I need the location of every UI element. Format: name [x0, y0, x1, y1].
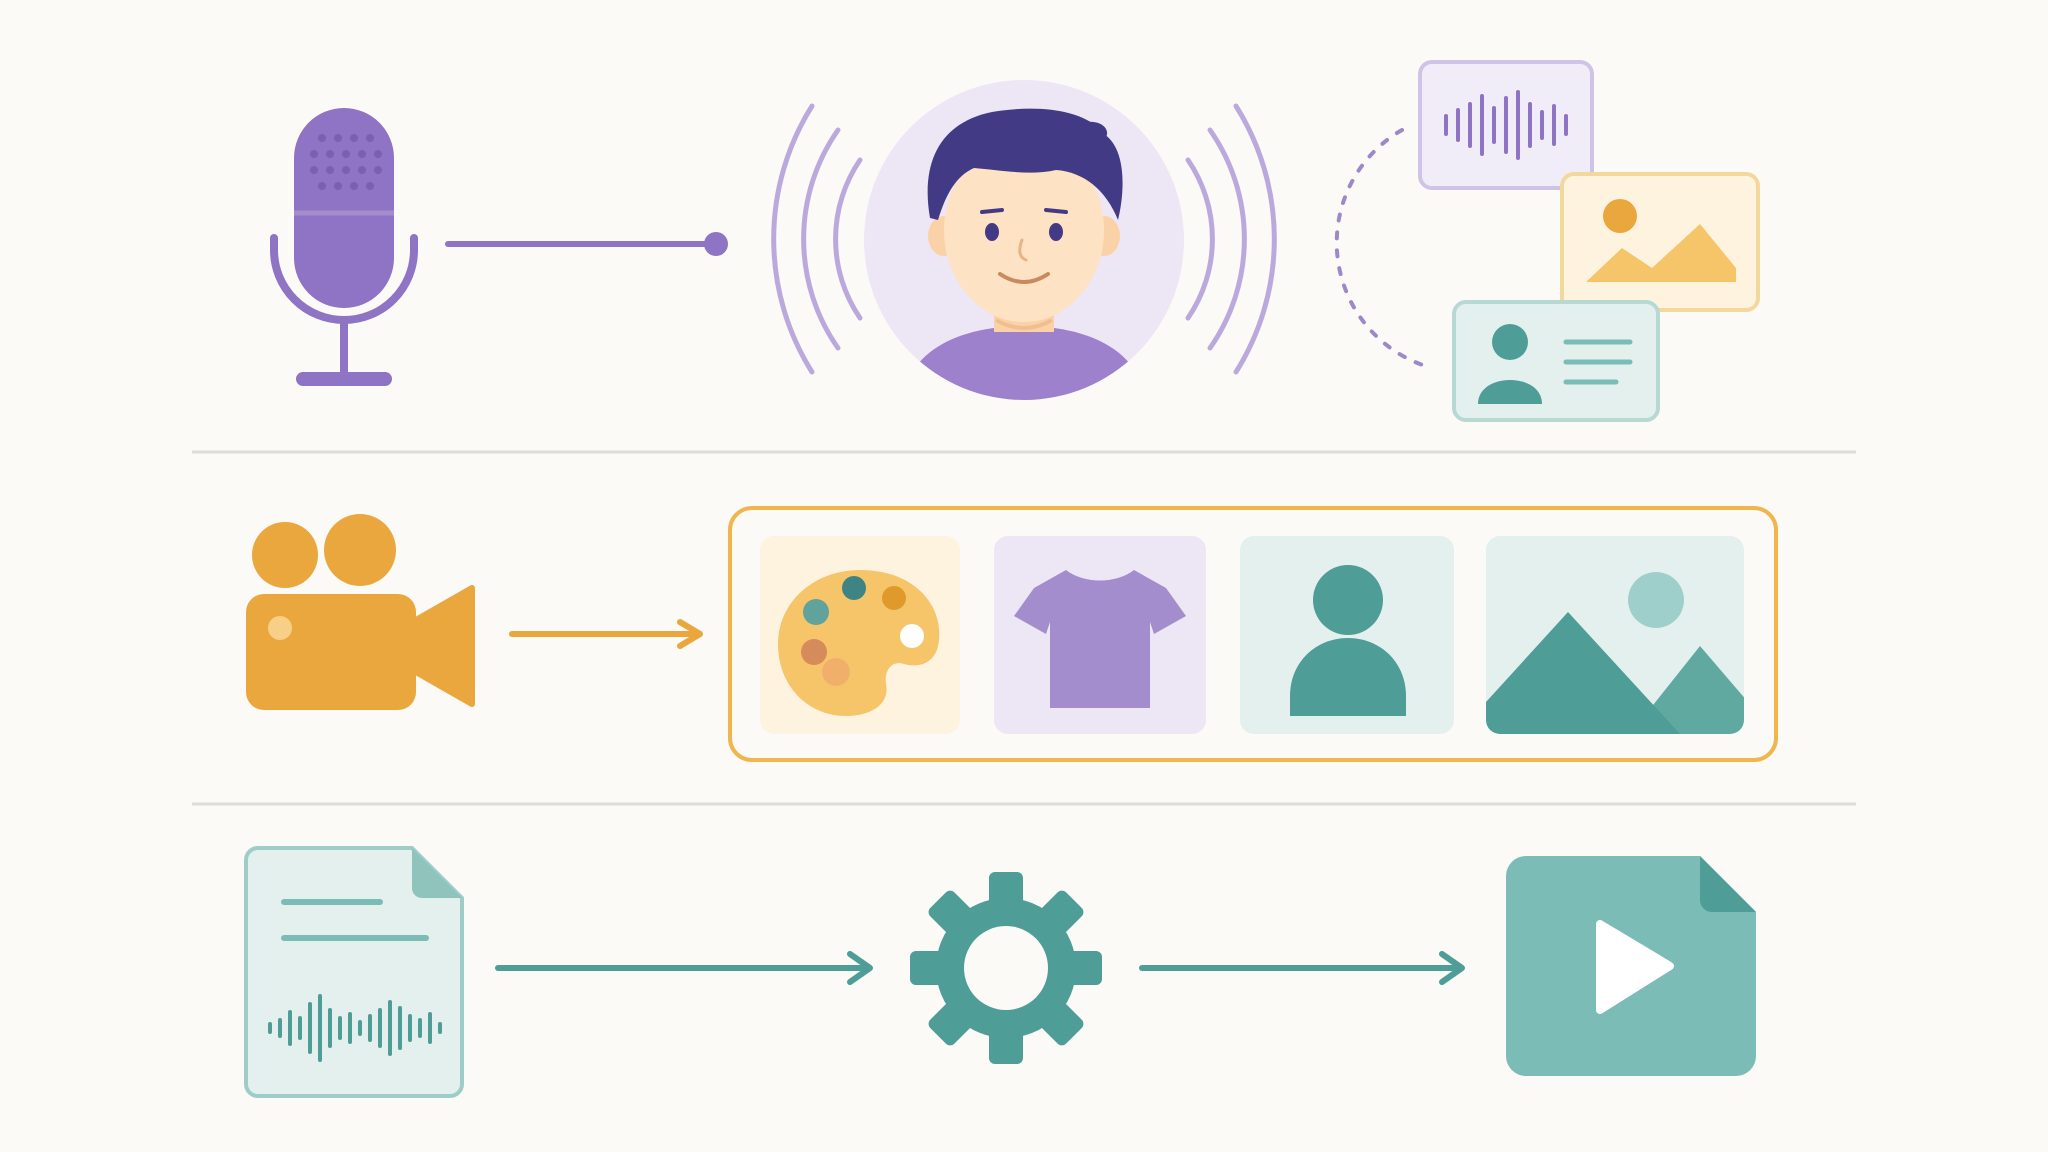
- script-audio-file-icon: [244, 846, 464, 1098]
- gear-icon: [910, 872, 1102, 1064]
- person-icon: [1240, 536, 1454, 734]
- style-frame: [728, 506, 1778, 762]
- arrow-right-icon: [509, 619, 703, 649]
- audio-waveform-card-icon: [1418, 60, 1594, 190]
- arrow-right-icon: [1139, 951, 1465, 985]
- connector-line: [445, 232, 728, 256]
- arrow-right-icon: [495, 951, 873, 985]
- video-camera-icon: [246, 514, 475, 710]
- sound-wave-icon: [771, 103, 1277, 375]
- microphone-icon: [270, 108, 418, 386]
- profile-card-icon: [1452, 300, 1660, 422]
- landscape-icon: [1486, 536, 1744, 734]
- video-style-row: [246, 506, 1778, 762]
- image-card-icon: [1560, 172, 1760, 312]
- tshirt-icon: [994, 536, 1206, 734]
- video-file-play-icon: [1506, 856, 1756, 1076]
- talking-avatar-icon: [864, 80, 1184, 400]
- voice-row: [270, 60, 1760, 422]
- palette-icon: [760, 536, 960, 734]
- generation-row: [244, 846, 1756, 1098]
